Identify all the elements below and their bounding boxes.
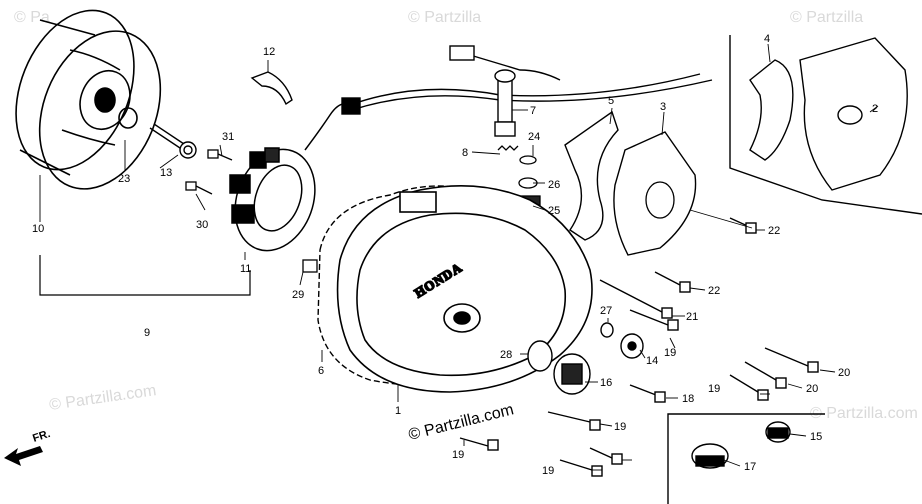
callout-23: 23 <box>118 173 130 185</box>
watermark-bottom-right: © Partzilla.com <box>810 405 918 422</box>
leader-lines <box>39 43 879 471</box>
dowel-pin <box>302 259 318 273</box>
callout-15: 15 <box>810 431 822 443</box>
wire-clamp <box>250 71 293 106</box>
callout-16: 16 <box>600 377 612 389</box>
callout-3: 3 <box>660 101 666 113</box>
callout-labels: 1 2 3 4 5 6 7 8 9 10 11 12 13 14 15 16 1… <box>32 33 878 477</box>
callout-18: 18 <box>682 393 694 405</box>
callout-30: 30 <box>196 219 208 231</box>
stator-assembly <box>229 103 351 252</box>
flywheel-bolt <box>149 123 197 159</box>
left-crankcase-cover: HONDA <box>336 184 593 393</box>
cover-bracket <box>564 110 619 241</box>
callout-27: 27 <box>600 305 612 317</box>
callout-19-c: 19 <box>614 421 626 433</box>
callout-21: 21 <box>686 311 698 323</box>
pulser-sensor <box>494 69 516 137</box>
callout-9: 9 <box>144 327 150 339</box>
sprocket-plate <box>613 131 697 256</box>
fr-label: FR. <box>31 428 52 445</box>
callout-25: 25 <box>548 205 560 217</box>
crankshaft-hole-cap <box>527 340 591 395</box>
callout-19-d: 19 <box>452 449 464 461</box>
callout-26: 26 <box>548 179 560 191</box>
callout-20-a: 20 <box>838 367 850 379</box>
watermark-top-left: © Pa <box>14 9 50 26</box>
callout-11: 11 <box>240 263 251 275</box>
callout-24: 24 <box>528 131 540 143</box>
callout-6: 6 <box>318 365 324 377</box>
callout-29: 29 <box>292 289 304 301</box>
callout-17: 17 <box>744 461 756 473</box>
callout-22-b: 22 <box>708 285 720 297</box>
callout-28: 28 <box>500 349 512 361</box>
callout-12: 12 <box>263 46 275 58</box>
callout-19-e: 19 <box>542 465 554 477</box>
watermark-bottom-left: © Partzilla.com <box>48 382 157 414</box>
wiring-harness <box>341 45 713 115</box>
watermark-top-right: © Partzilla <box>790 9 863 26</box>
callout-13: 13 <box>160 167 172 179</box>
callout-8: 8 <box>462 147 468 159</box>
sprocket-plate-hole <box>645 181 675 219</box>
callout-5: 5 <box>608 95 614 107</box>
callout-14: 14 <box>646 355 658 367</box>
callout-10: 10 <box>32 223 44 235</box>
callout-4: 4 <box>764 33 770 45</box>
callout-7: 7 <box>530 105 536 117</box>
front-direction-arrow: FR. <box>4 428 52 466</box>
callout-31: 31 <box>222 131 234 143</box>
callout-19-b: 19 <box>708 383 720 395</box>
callout-20-b: 20 <box>806 383 818 395</box>
flywheel-rotor <box>15 9 162 190</box>
callout-22-a: 22 <box>768 225 780 237</box>
callout-19-a: 19 <box>664 347 676 359</box>
watermark-top-center: © Partzilla <box>408 9 481 26</box>
stator-screws <box>185 149 233 195</box>
sprocket-cover-inset <box>729 35 922 215</box>
callout-2: 2 <box>872 103 878 115</box>
watermark-main: © Partzilla.com <box>407 401 516 444</box>
arrow-icon <box>4 446 43 466</box>
callout-1: 1 <box>395 405 401 417</box>
timing-cap <box>600 322 644 359</box>
assembly-bracket-9 <box>39 255 251 296</box>
inspection-caps-inset <box>667 413 825 504</box>
